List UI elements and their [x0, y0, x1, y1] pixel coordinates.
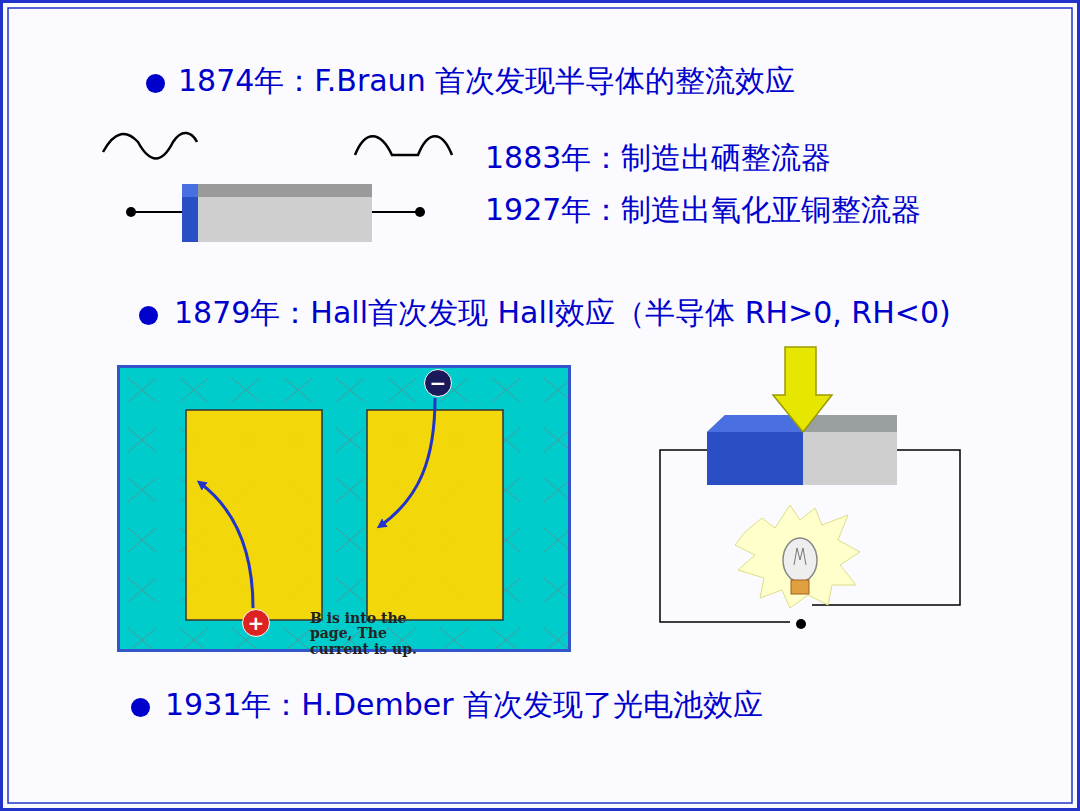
hall-panel: B is into the page, The current is up.−+: [117, 365, 571, 652]
minus-terminal: −: [424, 369, 452, 397]
p-region: [707, 432, 803, 485]
bullet-dot: [139, 306, 158, 325]
sign-text: +: [243, 610, 269, 636]
rectifier-body: [198, 184, 372, 242]
rectifier-top: [198, 184, 372, 197]
bulb-base: [791, 580, 809, 594]
light-arrow: [773, 347, 832, 432]
heading-text: 1931年：H.Dember 首次发现了光电池效应: [165, 688, 763, 723]
terminal: [126, 207, 136, 217]
slide-inner-border: [8, 8, 1072, 803]
plus-terminal: +: [242, 609, 270, 637]
rectifier-blue-top: [182, 184, 198, 197]
sign-text: −: [425, 370, 451, 396]
bullet-dot: [131, 698, 150, 717]
terminal: [415, 207, 425, 217]
heading-text: 1874年：F.Braun 首次发现半导体的整流效应: [178, 64, 795, 99]
wire: [372, 211, 420, 213]
wire: [131, 211, 182, 213]
hall-art: [120, 368, 568, 649]
bullet-dot: [146, 74, 165, 93]
junction-top-blue: [707, 415, 803, 432]
light-burst: [735, 505, 860, 608]
caption-note: B is into the page, The current is up.: [310, 611, 450, 657]
n-region: [803, 432, 897, 485]
heading-text: 1879年：Hall首次发现 Hall效应（半导体 RH>0, RH<0): [174, 296, 951, 331]
filament: [794, 548, 806, 565]
ac-wave: [103, 133, 197, 159]
bulb-glass: [783, 538, 817, 582]
rectified-wave: [355, 136, 452, 155]
rectifier-blue: [182, 184, 198, 242]
heading-text: 1927年：制造出氧化亚铜整流器: [485, 193, 921, 228]
terminal: [796, 619, 806, 629]
heading-text: 1883年：制造出硒整流器: [485, 141, 831, 176]
